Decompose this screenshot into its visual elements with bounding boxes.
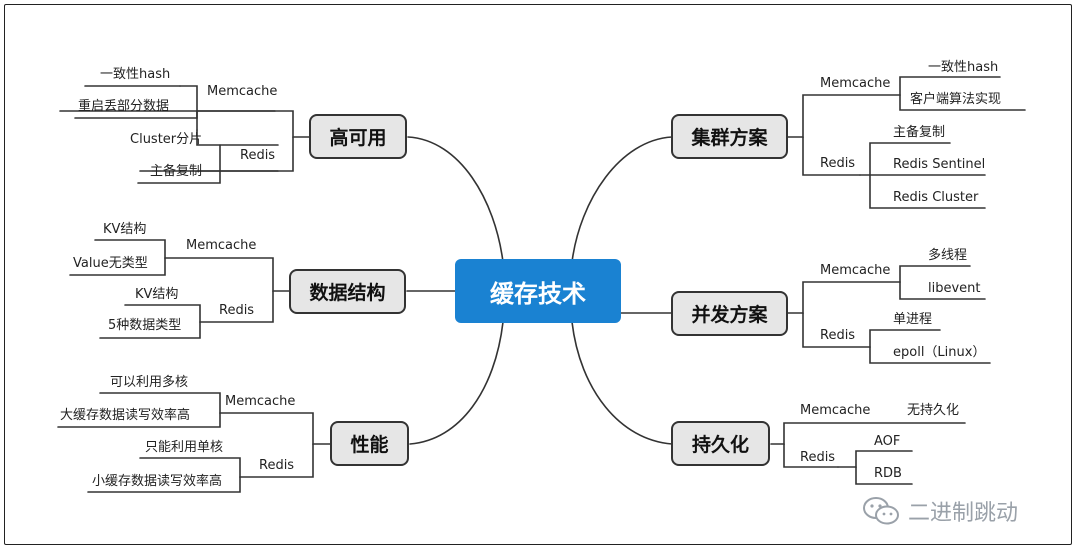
ha-memcache-label: Memcache	[207, 84, 278, 99]
node-high-availability: 高可用	[309, 114, 407, 159]
cluster-redis-label: Redis	[820, 156, 856, 171]
conc-mem-item-2: libevent	[928, 281, 981, 296]
perf-red-item-2: 小缓存数据读写效率高	[92, 474, 223, 489]
ds-red-item-1: KV结构	[135, 287, 179, 302]
cluster-mem-item-1: 一致性hash	[928, 60, 999, 75]
node-cluster-scheme: 集群方案	[671, 114, 788, 159]
edge-root-ha	[407, 136, 504, 263]
perf-mem-item-1: 可以利用多核	[110, 375, 189, 390]
ha-red-item-1: Cluster分片	[130, 132, 203, 147]
conc-red-item-1: 单进程	[893, 312, 933, 327]
persist-redis-label: Redis	[800, 450, 836, 465]
ds-mem-item-2: Value无类型	[73, 256, 148, 271]
ha-redis-label: Redis	[240, 148, 276, 163]
root-node: 缓存技术	[455, 259, 621, 323]
ha-mem-item-2: 重启丢部分数据	[78, 99, 170, 114]
perf-memcache-label: Memcache	[225, 394, 296, 409]
node-performance: 性能	[330, 421, 409, 466]
edge-root-cluster	[571, 136, 673, 263]
persist-red-item-2: RDB	[874, 466, 902, 481]
conc-redis-label: Redis	[820, 328, 856, 343]
conc-red-item-2: epoll（Linux）	[893, 345, 986, 360]
conc-memcache-label: Memcache	[820, 263, 891, 278]
perf-mem-item-2: 大缓存数据读写效率高	[60, 408, 191, 423]
cluster-mem-item-2: 客户端算法实现	[910, 92, 1002, 107]
edge-root-persist	[571, 321, 673, 445]
persist-mem-item-1: 无持久化	[907, 403, 960, 418]
perf-red-item-1: 只能利用单核	[145, 440, 224, 455]
ds-redis-label: Redis	[219, 303, 255, 318]
ha-red-item-2: 主备复制	[150, 164, 203, 179]
cluster-red-item-2: Redis Sentinel	[893, 157, 986, 172]
cluster-red-item-3: Redis Cluster	[893, 190, 979, 205]
persist-memcache-label: Memcache	[800, 403, 871, 418]
node-data-structure: 数据结构	[289, 269, 406, 314]
conc-mem-item-1: 多线程	[928, 248, 968, 263]
cluster-memcache-label: Memcache	[820, 76, 891, 91]
ds-red-item-2: 5种数据类型	[108, 318, 182, 333]
wechat-icon	[863, 497, 899, 525]
ds-memcache-label: Memcache	[186, 238, 257, 253]
node-concurrency-scheme: 并发方案	[671, 291, 788, 336]
watermark-text: 二进制跳动	[908, 501, 1019, 526]
ha-mem-item-1: 一致性hash	[100, 67, 171, 82]
ds-mem-item-1: KV结构	[103, 222, 147, 237]
persist-red-item-1: AOF	[874, 434, 901, 449]
diagram-frame	[4, 4, 1072, 545]
node-persistence: 持久化	[671, 421, 770, 466]
edge-root-perf	[409, 321, 504, 445]
cluster-red-item-1: 主备复制	[893, 125, 946, 140]
perf-redis-label: Redis	[259, 458, 295, 473]
watermark: 二进制跳动	[862, 495, 1018, 527]
